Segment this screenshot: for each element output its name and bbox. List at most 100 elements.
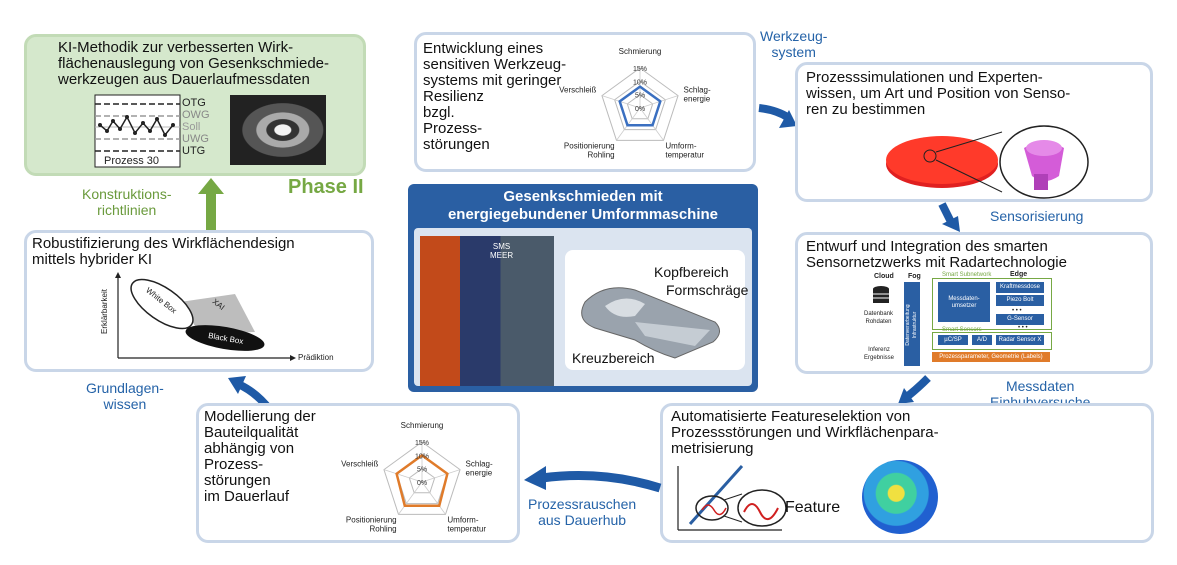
subnetwork-box bbox=[932, 278, 1052, 330]
kopf-label: Kopfbereich bbox=[654, 264, 729, 280]
db-label: Datenbank Rohdaten bbox=[864, 311, 894, 325]
radar-series bbox=[618, 85, 662, 127]
radar-category-label: Schmierung bbox=[401, 421, 444, 430]
radar-category-line: Schlag- bbox=[684, 86, 711, 95]
radar-tick-label: 15% bbox=[633, 66, 647, 73]
radar-grid-2 bbox=[626, 94, 654, 120]
sensor-arrow bbox=[938, 202, 960, 232]
radar-axis-3 bbox=[398, 481, 423, 515]
robust-title: Robustifizierung des Wirkflächendesign m… bbox=[32, 235, 295, 268]
rauschen-label: Prozessrauschen aus Dauerhub bbox=[528, 496, 637, 528]
soll-label: Soll bbox=[182, 121, 201, 133]
ki-methodik-title: KI-Methodik zur verbesserten Wirk- fläch… bbox=[58, 39, 330, 88]
radar-grid-0 bbox=[383, 441, 461, 515]
smart-sensors-box bbox=[932, 332, 1052, 350]
radar-grid-0 bbox=[601, 67, 679, 141]
db-icon bbox=[873, 286, 889, 303]
radar-category-line: Schmierung bbox=[401, 421, 444, 430]
radar-chart-orange: 15%10%5%0%SchmierungSchlag-energieUmform… bbox=[341, 421, 493, 533]
sms-meer-label: SMS MEER bbox=[490, 242, 514, 260]
radar-category-line: Positionierung bbox=[564, 141, 615, 150]
radar-tick-label: 10% bbox=[633, 79, 647, 86]
radar-block bbox=[996, 335, 1044, 345]
radar-category-line: Rohling bbox=[369, 524, 396, 533]
erklaerbarkeit-label: Erklärbarkeit bbox=[99, 289, 109, 334]
feature-label: Feature bbox=[785, 499, 841, 516]
radar-category-line: Schlag- bbox=[466, 460, 493, 469]
entwurf-title: Entwurf und Integration des smarten Sens… bbox=[806, 238, 1067, 271]
fog-bar bbox=[904, 282, 920, 366]
gsensor-label: G-Sensor bbox=[1007, 316, 1033, 322]
orange-block bbox=[932, 352, 1050, 362]
model-box bbox=[196, 403, 520, 543]
rauschen-arrow bbox=[524, 466, 662, 493]
form-label: Formschräge bbox=[666, 282, 749, 298]
piezo-block bbox=[996, 295, 1044, 306]
die-simulation bbox=[886, 125, 1089, 199]
radar-category-line: temperatur bbox=[447, 524, 486, 533]
radar-grid-2 bbox=[408, 468, 436, 494]
inferenz-label: Inferenz Ergebnisse bbox=[864, 347, 895, 361]
dots-2: • • • bbox=[1018, 325, 1028, 331]
up-arrow-green bbox=[198, 178, 224, 232]
simulation-title: Prozesssimulationen und Experten- wissen… bbox=[806, 69, 1071, 118]
radar-tick-label: 15% bbox=[415, 440, 429, 447]
radar-chart-blue: 15%10%5%0%SchmierungSchlag-energieUmform… bbox=[559, 47, 711, 159]
radar-axis-1 bbox=[421, 469, 461, 483]
part-drawing bbox=[581, 287, 720, 359]
radar-category-line: Positionierung bbox=[346, 515, 397, 524]
radar-tick-label: 0% bbox=[635, 106, 645, 113]
radar-category-line: Umform- bbox=[665, 141, 696, 150]
center-title: Gesenkschmieden mit energiegebundener Um… bbox=[447, 188, 719, 223]
sensor-label: Sensorisierung bbox=[990, 208, 1084, 224]
kraft-block bbox=[996, 282, 1044, 293]
phase-label: Phase II bbox=[288, 176, 364, 198]
piezo-label: Piezo Bolt bbox=[1006, 297, 1034, 303]
radar-label: Radar Sensor X bbox=[998, 337, 1042, 343]
tolerance-chart bbox=[94, 94, 181, 168]
radar-series bbox=[395, 453, 449, 507]
radar-category-line: temperatur bbox=[665, 150, 704, 159]
prozess-label: Prozess 30 bbox=[104, 155, 160, 167]
feature-diagram bbox=[677, 464, 787, 531]
cloud-label: Cloud bbox=[874, 273, 894, 280]
radar-category-line: energie bbox=[466, 469, 493, 478]
radar-axis-4 bbox=[383, 469, 423, 483]
otg-label: OTG bbox=[182, 97, 206, 109]
radar-category-label: Umform-temperatur bbox=[447, 515, 486, 533]
radar-tick-label: 10% bbox=[415, 453, 429, 460]
kreuz-label: Kreuzbereich bbox=[572, 350, 655, 366]
praediktion-label: Prädiktion bbox=[298, 353, 334, 362]
uwg-label: UWG bbox=[182, 133, 209, 145]
xai-diagram bbox=[115, 272, 296, 361]
messdaten-block bbox=[938, 282, 990, 322]
radar-category-line: Verschleiß bbox=[341, 460, 378, 469]
fog-text: Datenverarbeitung Infrastruktur bbox=[905, 304, 918, 346]
radar-tick-label: 5% bbox=[635, 93, 645, 100]
fem-image bbox=[862, 460, 938, 534]
grundlagen-label: Grundlagen- wissen bbox=[86, 380, 164, 412]
werkzeug-arrow bbox=[758, 104, 797, 128]
radar-category-line: Umform- bbox=[447, 515, 478, 524]
ad-block bbox=[972, 335, 992, 345]
orange-label: Prozessparameter, Geometrie (Labels) bbox=[939, 354, 1043, 360]
radar-axis-2 bbox=[421, 481, 446, 515]
kraft-label: Kraftmessdose bbox=[999, 284, 1041, 290]
subnetwork-label: Smart Subnetwork bbox=[942, 272, 992, 278]
messdaten-label: Messdaten- umsetzer bbox=[948, 296, 980, 309]
radar-tick-label: 5% bbox=[417, 467, 427, 474]
entwicklung-title: Entwicklung eines sensitiven Werkzeug- s… bbox=[423, 40, 567, 153]
ad-label: A/D bbox=[976, 337, 987, 343]
radar-category-line: Verschleiß bbox=[559, 86, 596, 95]
messdaten-arrow bbox=[898, 375, 931, 404]
konstruktions-label: Konstruktions- richtlinien bbox=[82, 186, 172, 218]
entwicklung-box bbox=[414, 32, 756, 172]
dots-1: • • • bbox=[1012, 308, 1022, 314]
radar-category-label: Verschleiß bbox=[559, 86, 596, 95]
fog-label: Fog bbox=[908, 273, 921, 280]
radar-category-label: Schlag-energie bbox=[466, 460, 493, 478]
radar-category-label: Verschleiß bbox=[341, 460, 378, 469]
gsensor-block bbox=[996, 314, 1044, 325]
press-photo bbox=[420, 236, 554, 386]
